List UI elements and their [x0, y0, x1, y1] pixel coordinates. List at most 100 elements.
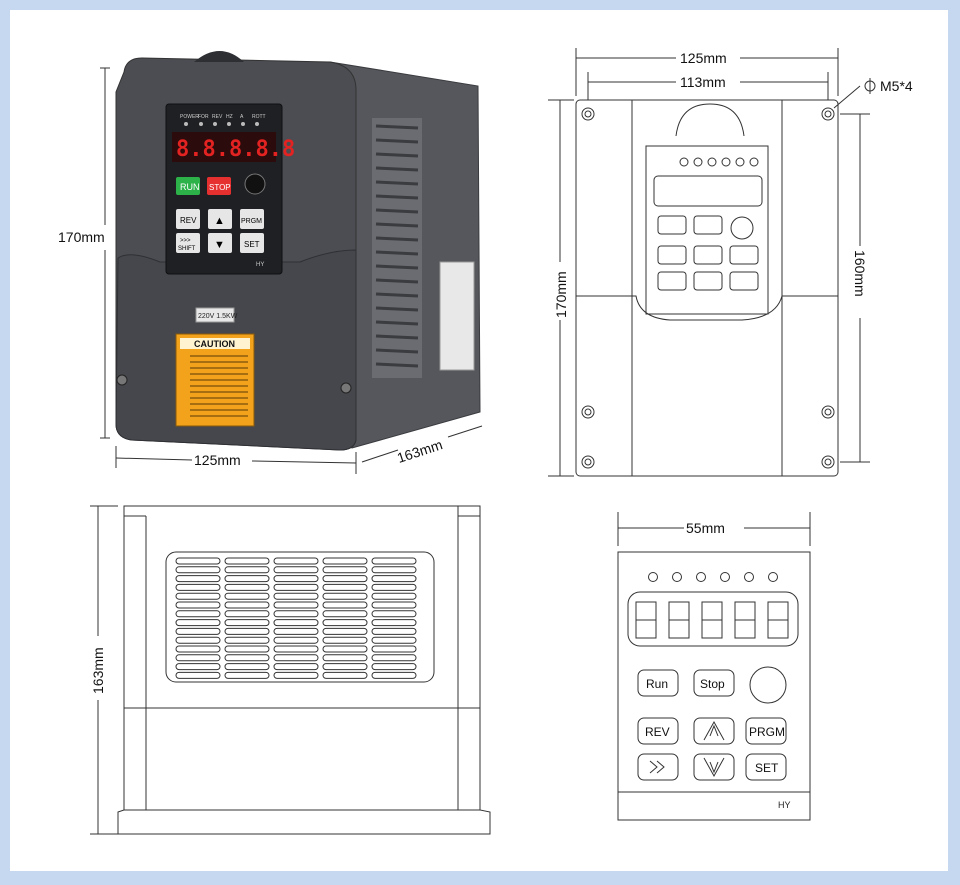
vent-slot: [224, 601, 270, 609]
vent-slot: [273, 619, 319, 627]
photo-up-button: [208, 209, 232, 229]
keypad-brand-label: HY: [778, 800, 791, 810]
rating-sticker: [195, 307, 235, 323]
vent-slot: [224, 663, 270, 671]
keypad-run-label: Run: [646, 677, 668, 691]
svg-text:FOR: FOR: [198, 114, 209, 120]
screw-icon: [116, 374, 128, 386]
vent-slot: [322, 645, 368, 653]
side-view-drawing: [90, 505, 491, 835]
photo-depth-label: 163mm: [395, 436, 444, 466]
keypad-rev-label: REV: [645, 725, 670, 739]
svg-text:STOP: STOP: [209, 183, 231, 192]
side-vents: [372, 118, 422, 378]
vent-slot: [224, 592, 270, 600]
vent-slot: [175, 654, 221, 662]
keypad-stop-label: Stop: [700, 677, 725, 691]
vent-slot: [371, 557, 417, 565]
vent-slot: [273, 566, 319, 574]
vent-slot: [322, 654, 368, 662]
seven-segment-digits: [635, 601, 789, 639]
vent-slot: [371, 566, 417, 574]
vent-slot: [371, 610, 417, 618]
vent-slot: [224, 610, 270, 618]
vent-slot: [371, 583, 417, 591]
vent-slot: [371, 636, 417, 644]
vent-slot: [224, 636, 270, 644]
keypad-knob-icon: [749, 666, 787, 704]
keypad-stop-outline: [693, 669, 735, 697]
shift-arrows-icon: [649, 760, 665, 774]
vent-slot: [371, 575, 417, 583]
led-display: [172, 132, 276, 162]
keypad-set-label: SET: [755, 761, 779, 775]
vent-slot: [322, 601, 368, 609]
vent-slot: [273, 627, 319, 635]
svg-text:REV: REV: [180, 216, 197, 225]
vent-slot: [371, 671, 417, 679]
front-keys: [657, 215, 759, 291]
svg-text:>>>: >>>: [180, 238, 191, 244]
vent-slot: [273, 557, 319, 565]
vent-slot: [175, 601, 221, 609]
photo-dimension-lines: [100, 67, 483, 474]
vent-slot: [175, 636, 221, 644]
photo-set-button: [240, 233, 264, 253]
vent-slot: [371, 601, 417, 609]
photo-width-label: 125mm: [194, 452, 241, 468]
svg-text:CAUTION: CAUTION: [194, 339, 235, 349]
vent-slot: [175, 566, 221, 574]
keypad-prgm-label: PRGM: [749, 725, 785, 739]
vent-slot: [224, 575, 270, 583]
front-holes: [581, 107, 835, 469]
dimension-drawing: POWER FOR REV HZ A ROTT 8.8.8.8.8 RUN ST…: [58, 48, 913, 835]
hole-spacing-label: 113mm: [680, 74, 726, 90]
vent-slot: [224, 627, 270, 635]
svg-text:A: A: [240, 114, 244, 120]
svg-text:PRGM: PRGM: [241, 218, 262, 225]
side-label-sticker: [439, 261, 475, 371]
svg-text:HY: HY: [256, 262, 264, 268]
vent-slot: [273, 610, 319, 618]
vent-slot: [273, 592, 319, 600]
front-height-label: 170mm: [553, 271, 569, 318]
vent-slot: [175, 583, 221, 591]
vent-slot: [273, 663, 319, 671]
svg-text:▼: ▼: [214, 239, 225, 251]
photo-stop-button: [207, 177, 231, 195]
hole-size-label: M5*4: [880, 78, 913, 94]
vent-slot: [224, 619, 270, 627]
front-view-drawing: [548, 48, 870, 477]
vent-slot: [224, 671, 270, 679]
svg-text:220V 1.5KW: 220V 1.5KW: [198, 313, 238, 320]
hole-diameter-icon: [864, 78, 876, 94]
vent-slot: [224, 645, 270, 653]
side-vent-slots: [175, 557, 417, 679]
down-arrow-icon: [703, 757, 725, 778]
vent-slot: [371, 627, 417, 635]
vent-slot: [273, 654, 319, 662]
vent-slot: [224, 557, 270, 565]
keypad-view-drawing: [617, 512, 811, 821]
vent-slot: [175, 575, 221, 583]
photo-height-label: 170mm: [58, 229, 105, 245]
vent-slot: [322, 566, 368, 574]
keypad-width-label: 55mm: [686, 520, 725, 536]
svg-text:SHIFT: SHIFT: [178, 246, 196, 252]
up-arrow-icon: [703, 720, 725, 741]
vent-slot: [322, 636, 368, 644]
vent-slot: [322, 557, 368, 565]
photo-knob-icon: [244, 173, 266, 195]
vent-slot: [175, 557, 221, 565]
photo-run-button: [176, 177, 200, 195]
svg-text:▲: ▲: [214, 215, 225, 227]
svg-text:RUN: RUN: [180, 182, 200, 192]
photo-shift-button: [176, 233, 200, 253]
vent-slot: [273, 636, 319, 644]
vent-slot: [322, 627, 368, 635]
vent-slot: [175, 671, 221, 679]
svg-text:SET: SET: [244, 240, 260, 249]
photo-rev-button: [176, 209, 200, 229]
svg-text:REV: REV: [212, 114, 223, 120]
vent-slot: [224, 566, 270, 574]
